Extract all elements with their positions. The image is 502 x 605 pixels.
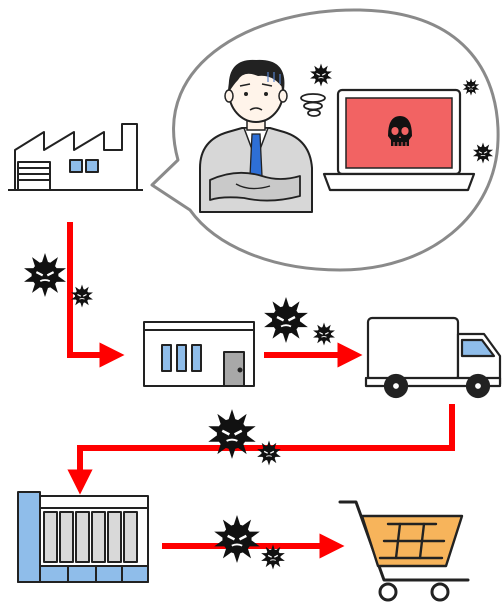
flow-arrow-factory-to-warehouse (67, 222, 125, 368)
shopping-cart-icon (338, 500, 470, 602)
virus-icon (263, 297, 309, 343)
retail-building-icon (17, 491, 149, 583)
factory-icon (8, 123, 143, 191)
flow-arrow-truck-to-store (67, 404, 455, 495)
worried-office-worker-icon (199, 59, 313, 213)
worry-swirl-icon (300, 93, 326, 117)
virus-icon (213, 515, 261, 563)
virus-icon (207, 409, 257, 459)
virus-icon (257, 441, 282, 466)
skull-laptop-icon (322, 88, 476, 192)
virus-icon (23, 253, 67, 297)
warehouse-icon (143, 321, 255, 387)
virus-icon (71, 285, 94, 308)
virus-icon (313, 323, 336, 346)
delivery-truck-icon (364, 316, 502, 399)
